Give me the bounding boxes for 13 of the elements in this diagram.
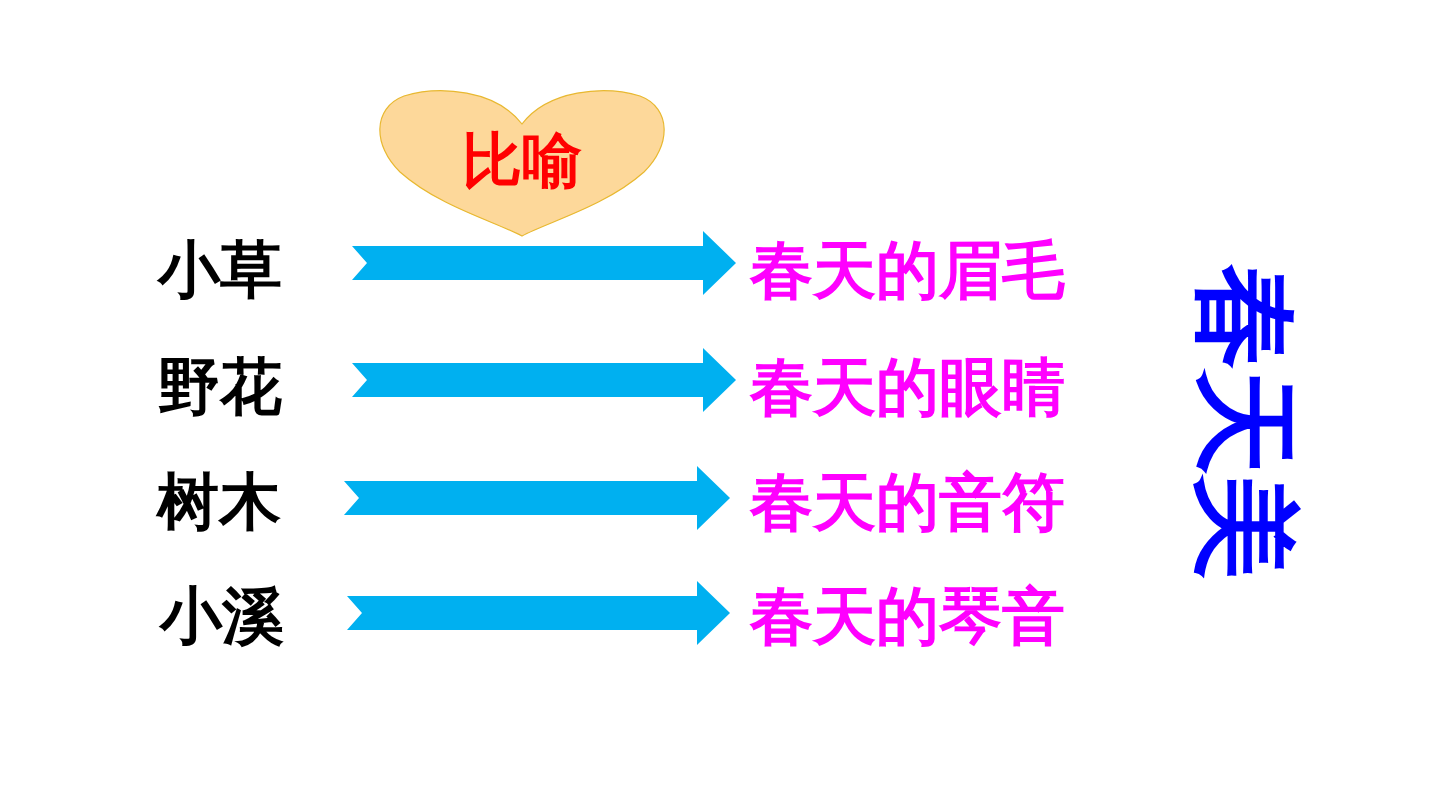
block-arrow [352,348,736,412]
heart-text: 比喻 [462,130,582,190]
metaphor-label: 春天的眼睛 [750,356,1065,419]
subject-label: 树木 [157,471,281,533]
subject-label: 小草 [158,239,282,301]
block-arrow [344,466,730,530]
block-arrow [347,581,730,645]
metaphor-label: 春天的音符 [750,471,1065,534]
metaphor-label: 春天的琴音 [750,585,1065,648]
subject-label: 野花 [158,356,282,418]
subject-label: 小溪 [160,585,284,647]
metaphor-label: 春天的眉毛 [750,239,1065,302]
block-arrow [352,231,736,295]
